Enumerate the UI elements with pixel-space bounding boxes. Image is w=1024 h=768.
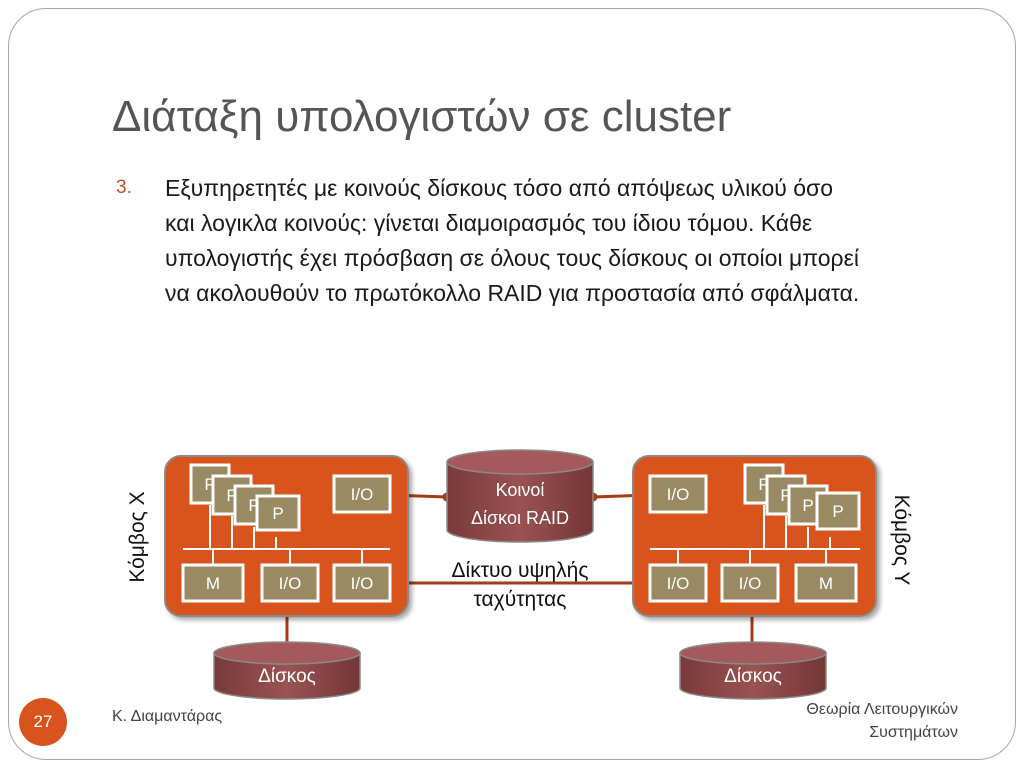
- io-label: I/O: [351, 485, 374, 504]
- node-x-processors: P P P P: [189, 463, 301, 532]
- slide-frame: [8, 8, 1016, 760]
- node-y-label: Κόμβος Υ: [890, 494, 913, 586]
- course-title-line2: Συστημάτων: [869, 724, 958, 741]
- node-x-label: Κόμβος Χ: [126, 491, 149, 583]
- memory-box: M: [794, 563, 858, 603]
- course-title-line1: Θεωρία Λειτουργικών: [806, 701, 958, 718]
- processor-box: P: [815, 491, 861, 531]
- slide-title: Διάταξη υπολογιστών σε cluster: [112, 92, 732, 141]
- node-y-bus: [650, 505, 860, 566]
- disk-label: Δίσκος: [724, 666, 782, 687]
- io-label: I/O: [739, 574, 762, 593]
- memory-label: M: [819, 574, 833, 593]
- network-label-line2: ταχύτητας: [473, 588, 567, 611]
- disk-y: Δίσκος: [679, 641, 827, 700]
- bullet-line: Εξυπηρετητές με κοινούς δίσκους τόσο από…: [165, 175, 834, 201]
- node-x: P P P P I/O M: [164, 455, 409, 617]
- node-y: P P P P I/O I/O: [632, 455, 877, 617]
- io-box: I/O: [648, 474, 708, 514]
- processor-label: P: [802, 496, 813, 515]
- processor-label: P: [272, 504, 283, 523]
- raid-label-line1: Κοινοί: [496, 480, 545, 500]
- bullet-line: να ακολουθούν το πρωτόκολλο RAID για προ…: [165, 280, 860, 306]
- processor-label: P: [758, 475, 769, 494]
- processor-label: P: [832, 502, 843, 521]
- raid-label-line2: Δίσκοι RAID: [471, 508, 569, 528]
- io-box: I/O: [332, 563, 392, 603]
- bullet-line: και λογικλα κοινούς: γίνεται διαμοιρασμό…: [165, 210, 813, 236]
- io-label: I/O: [351, 574, 374, 593]
- processor-label: P: [248, 496, 259, 515]
- disk-x: Δίσκος: [213, 641, 361, 700]
- io-label: I/O: [279, 574, 302, 593]
- processor-box: P: [255, 494, 301, 532]
- processor-label: P: [780, 486, 791, 505]
- disk-label: Δίσκος: [258, 666, 316, 687]
- bullet-text: Εξυπηρετητές με κοινούς δίσκους τόσο από…: [165, 171, 980, 311]
- io-box: I/O: [332, 474, 392, 514]
- processor-label: P: [204, 475, 215, 494]
- bullet-line: υπολογιστής έχει πρόσβαση σε όλους τους …: [165, 245, 859, 271]
- io-box: I/O: [720, 563, 780, 603]
- page-number: 27: [19, 698, 67, 746]
- io-label: I/O: [667, 574, 690, 593]
- author: Κ. Διαμαντάρας: [112, 708, 223, 725]
- processor-label: P: [226, 486, 237, 505]
- raid-cylinder: Κοινοί Δίσκοι RAID: [446, 449, 594, 543]
- course-title: Θεωρία Λειτουργικών Συστημάτων: [700, 698, 958, 744]
- network-label: Δίκτυο υψηλής ταχύτητας: [440, 556, 600, 614]
- io-label: I/O: [667, 485, 690, 504]
- network-label-line1: Δίκτυο υψηλής: [451, 559, 589, 582]
- io-box: I/O: [648, 563, 708, 603]
- memory-box: M: [181, 563, 245, 603]
- io-box: I/O: [260, 563, 320, 603]
- node-x-bus: [183, 505, 390, 566]
- memory-label: M: [206, 574, 220, 593]
- bullet-number: 3.: [116, 177, 132, 198]
